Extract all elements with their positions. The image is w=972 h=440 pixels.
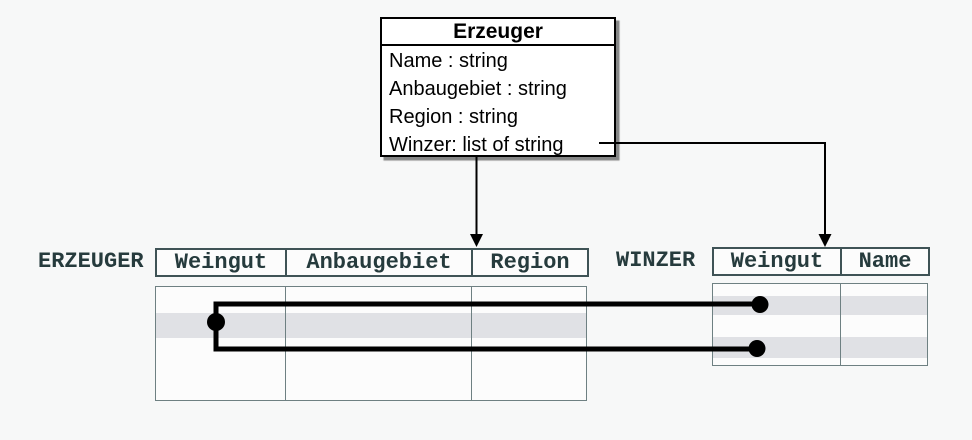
erzeuger-col-anbaugebiet: Anbaugebiet bbox=[287, 250, 473, 275]
table-cell bbox=[713, 358, 841, 365]
table-cell bbox=[156, 287, 286, 313]
table-cell bbox=[841, 284, 927, 296]
class-attribute-name: Name : string bbox=[389, 50, 508, 72]
class-title: Erzeuger bbox=[382, 19, 614, 46]
class-attribute-winzer: Winzer: list of string bbox=[389, 134, 564, 156]
table-cell bbox=[713, 284, 841, 296]
winzer-col-weingut: Weingut bbox=[714, 249, 842, 274]
erzeuger-table-label: ERZEUGER bbox=[38, 249, 144, 274]
table-cell bbox=[156, 338, 286, 400]
table-row bbox=[713, 284, 927, 296]
table-cell bbox=[472, 287, 586, 313]
class-attributes: Name : string Anbaugebiet : string Regio… bbox=[382, 46, 614, 159]
erzeuger-table-header: Weingut Anbaugebiet Region bbox=[155, 248, 589, 277]
arrow-winzer-attr-to-winzer-line bbox=[599, 142, 826, 236]
winzer-table-body bbox=[712, 283, 928, 366]
arrow-winzer-attr-to-winzer-head-icon bbox=[818, 234, 832, 247]
class-attribute-anbaugebiet: Anbaugebiet : string bbox=[389, 78, 567, 100]
arrow-class-to-erzeuger-head-icon bbox=[470, 234, 483, 247]
table-cell bbox=[472, 313, 586, 338]
table-row-highlighted bbox=[713, 296, 927, 315]
table-row-highlighted bbox=[713, 337, 927, 358]
table-cell bbox=[713, 315, 841, 337]
table-row bbox=[713, 358, 927, 365]
table-cell bbox=[156, 313, 286, 338]
class-attribute-region: Region : string bbox=[389, 106, 518, 128]
table-cell bbox=[713, 296, 841, 315]
table-row-highlighted bbox=[156, 313, 586, 338]
table-cell bbox=[713, 337, 841, 358]
table-row bbox=[713, 315, 927, 337]
table-row bbox=[156, 338, 586, 400]
table-cell bbox=[286, 338, 472, 400]
table-cell bbox=[841, 296, 927, 315]
table-cell bbox=[286, 313, 472, 338]
table-cell bbox=[841, 337, 927, 358]
erzeuger-table-body bbox=[155, 286, 587, 401]
winzer-table-header: Weingut Name bbox=[712, 247, 930, 276]
table-cell bbox=[472, 338, 586, 400]
table-cell bbox=[841, 358, 927, 365]
erzeuger-col-weingut: Weingut bbox=[157, 250, 287, 275]
table-row bbox=[156, 287, 586, 313]
uml-class-box-erzeuger: Erzeuger Name : string Anbaugebiet : str… bbox=[380, 17, 616, 157]
winzer-table-label: WINZER bbox=[616, 248, 696, 273]
table-cell bbox=[286, 287, 472, 313]
table-cell bbox=[841, 315, 927, 337]
winzer-col-name: Name bbox=[858, 249, 912, 274]
erzeuger-col-region: Region bbox=[490, 250, 570, 275]
